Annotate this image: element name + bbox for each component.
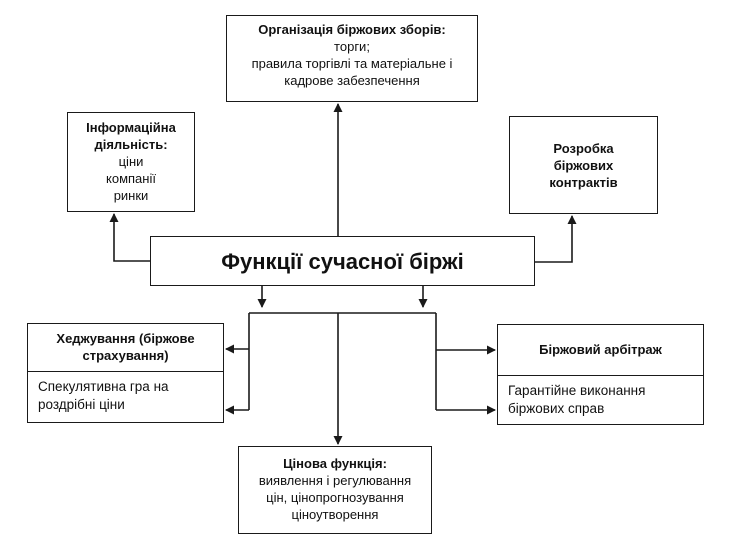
information-box: Інформаційна діяльність: ціни компанії р… <box>67 112 195 212</box>
hedging-sub-line: роздрібні ціни <box>38 397 125 412</box>
hedging-title: Хеджування (біржове <box>56 331 195 346</box>
organization-line: торги; <box>334 39 370 54</box>
hedging-title-section: Хеджування (біржове страхування) <box>28 324 223 372</box>
center-box: Функції сучасної біржі <box>150 236 535 286</box>
organization-title: Організація біржових зборів: <box>258 22 446 37</box>
development-box: Розробка біржових контрактів <box>509 116 658 214</box>
organization-box: Організація біржових зборів: торги; прав… <box>226 15 478 102</box>
information-line: компанії <box>106 171 156 186</box>
arbitrage-sub-line: Гарантійне виконання <box>508 383 646 398</box>
price-title: Цінова функція: <box>283 456 387 471</box>
hedging-title: страхування) <box>82 348 169 363</box>
center-title: Функції сучасної біржі <box>221 249 464 274</box>
price-line: виявлення і регулювання <box>258 473 412 488</box>
arrow-to-development <box>535 215 577 263</box>
arbitrage-box: Біржовий арбітраж Гарантійне виконання б… <box>497 324 704 425</box>
price-line: ціноутворення <box>291 507 379 522</box>
information-line: ринки <box>113 188 149 203</box>
development-title: Розробка <box>553 141 614 156</box>
hedging-sub-line: Спекулятивна гра на <box>38 379 169 394</box>
organization-line: кадрове забезпечення <box>284 73 420 88</box>
price-function-box: Цінова функція: виявлення і регулювання … <box>238 446 432 534</box>
development-title: біржових <box>553 158 614 173</box>
hedging-box: Хеджування (біржове страхування) Спекуля… <box>27 323 224 423</box>
organization-line: правила торгівлі та матеріальне і <box>251 56 453 71</box>
arbitrage-title-section: Біржовий арбітраж <box>498 325 703 376</box>
hedging-sub-section: Спекулятивна гра на роздрібні ціни <box>28 372 223 414</box>
price-line: цін, цінопрогнозування <box>266 490 404 505</box>
information-title: діяльність: <box>94 137 168 152</box>
arrow-to-information <box>109 213 150 262</box>
arbitrage-title: Біржовий арбітраж <box>539 342 662 357</box>
arbitrage-sub-line: біржових справ <box>508 401 605 416</box>
information-title: Інформаційна <box>86 120 176 135</box>
information-line: ціни <box>118 154 144 169</box>
development-title: контрактів <box>549 175 618 190</box>
arbitrage-sub-section: Гарантійне виконання біржових справ <box>498 376 703 418</box>
